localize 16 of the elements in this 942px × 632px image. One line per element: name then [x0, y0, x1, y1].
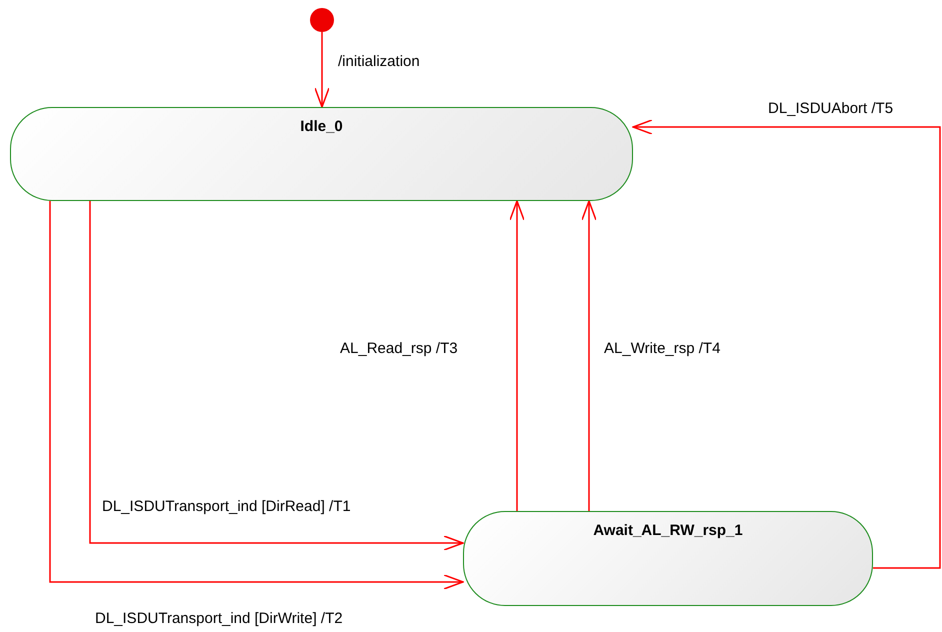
- edge-label: AL_Read_rsp /T3: [338, 340, 460, 358]
- edge-label: DL_ISDUAbort /T5: [766, 100, 896, 118]
- transition-arrow: [49, 201, 464, 590]
- state-box: [10, 107, 633, 201]
- transition-arrow: [89, 201, 464, 551]
- state-box: [463, 511, 873, 606]
- transition-arrow: [509, 200, 525, 511]
- state-name: Await_AL_RW_rsp_1: [593, 522, 743, 539]
- initial-state-dot: [310, 8, 334, 32]
- transition-arrow: [632, 119, 941, 569]
- edge-label: DL_ISDUTransport_ind [DirWrite] /T2: [93, 610, 345, 628]
- transition-arrow: [581, 200, 597, 511]
- edge-label: DL_ISDUTransport_ind [DirRead] /T1: [100, 498, 353, 516]
- state-name: Idle_0: [300, 118, 343, 135]
- transition-arrow: [314, 32, 330, 108]
- edge-label: AL_Write_rsp /T4: [602, 340, 722, 358]
